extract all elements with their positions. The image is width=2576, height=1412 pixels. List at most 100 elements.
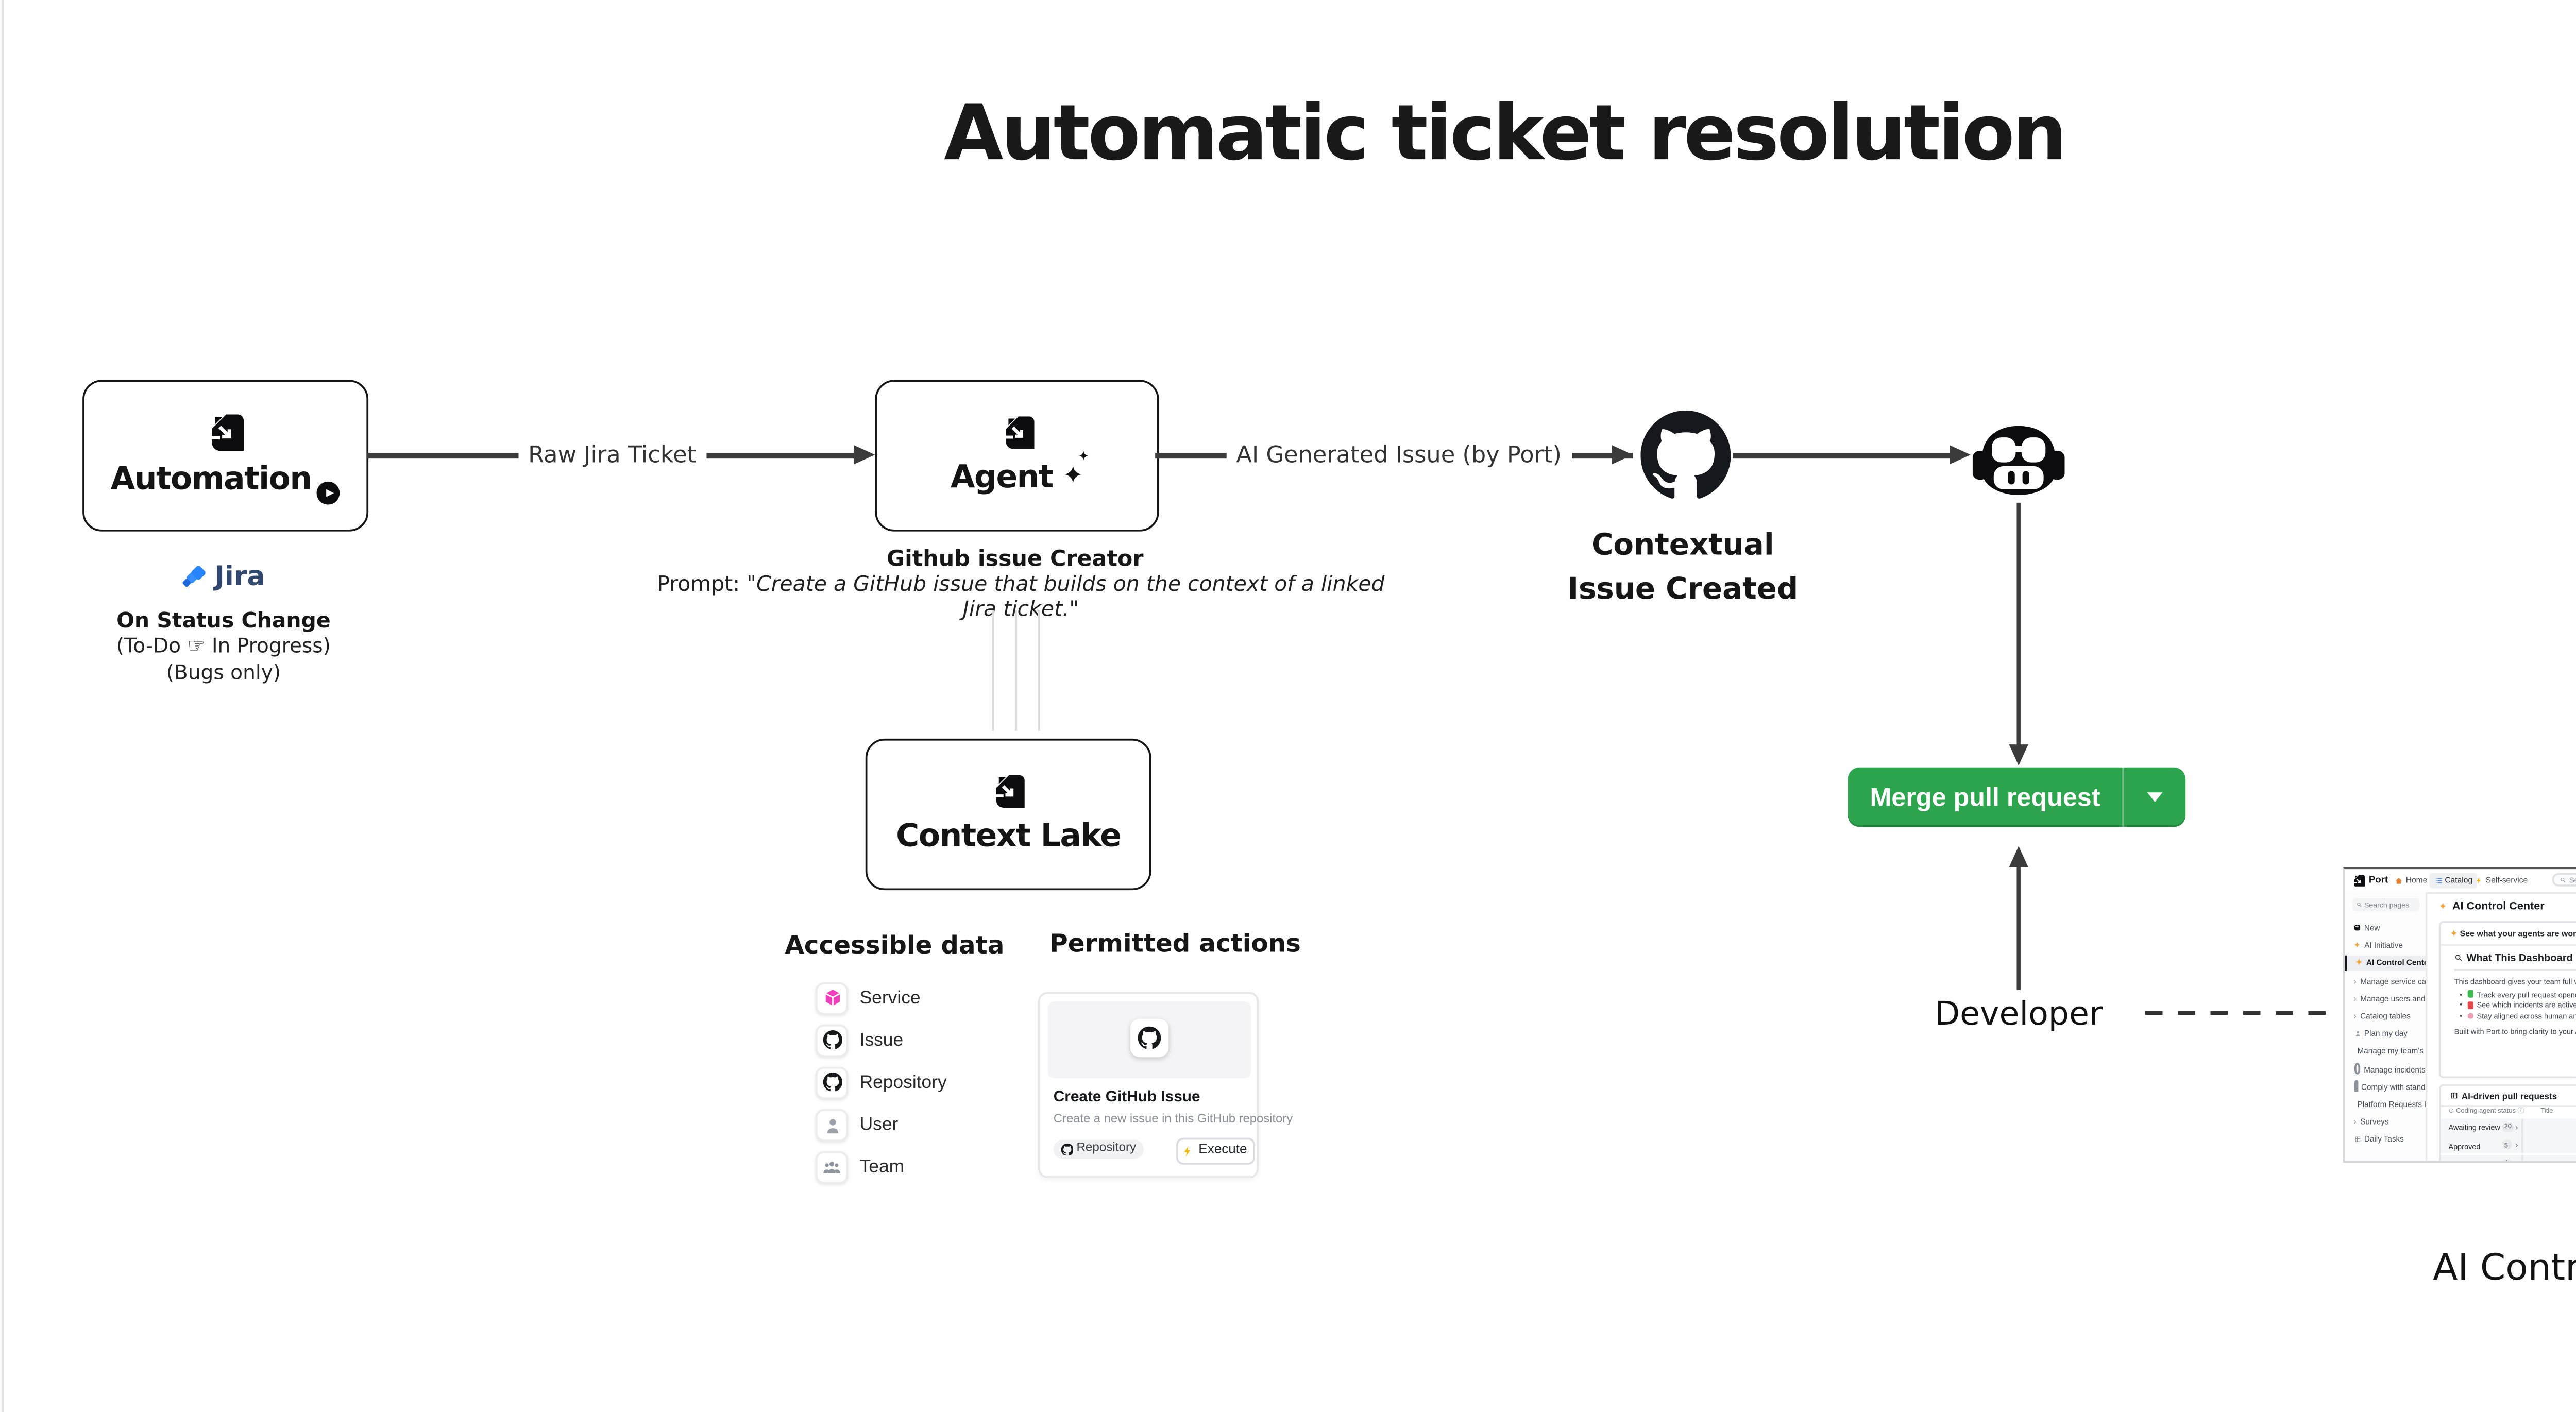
agent-label: Agent	[950, 458, 1054, 495]
chevron-right-icon: ›	[2353, 1117, 2357, 1127]
repository-chip[interactable]: Repository	[1052, 1138, 1144, 1159]
accessible-data-title: Accessible data	[785, 932, 1005, 961]
jira-filter: (Bugs only)	[166, 661, 281, 685]
sidebar-item-manage-users-teams[interactable]: ›Manage users and teams	[2353, 993, 2426, 1003]
edge-github-copilot-line	[1733, 452, 1957, 458]
github-icon	[1137, 1027, 1160, 1050]
card-header: ✦ See what your agents are working on	[2450, 929, 2576, 939]
sidebar-item-daily-tasks[interactable]: Daily Tasks	[2345, 1132, 2425, 1147]
user-icon	[815, 1109, 849, 1142]
grid-icon	[2353, 1136, 2360, 1143]
edge-developer-merge-arrowhead	[2008, 846, 2027, 867]
jira-icon	[182, 565, 206, 586]
sparkle-icon: ✦	[2438, 901, 2447, 913]
chevron-right-icon: ›	[2353, 976, 2357, 986]
row-count-badge: 5	[2501, 1140, 2511, 1150]
bullet-item: Stay aligned across human and AI contrib…	[2460, 1012, 2576, 1021]
action-description: Create a new issue in this GitHub reposi…	[1053, 1113, 1293, 1127]
divider	[2520, 1154, 2522, 1161]
github-caption-line1: Contextual	[1591, 528, 1774, 563]
sidebar-item-new[interactable]: +New	[2345, 920, 2425, 935]
edge-developer-merge-line	[2016, 867, 2021, 990]
sidebar-item-plan-my-day[interactable]: Plan my day	[2345, 1026, 2425, 1041]
sidebar-item-platform-requests[interactable]: Platform Requests Da...	[2345, 1097, 2426, 1112]
sidebar-item-catalog-tables[interactable]: ›Catalog tables	[2353, 1011, 2411, 1021]
sidebar-search-input[interactable]: Search pages	[2351, 898, 2419, 912]
sidebar-item-ai-initiative[interactable]: ✦AI Initiative	[2353, 940, 2403, 950]
catalog-icon	[2434, 876, 2442, 884]
sidebar-item-ai-control-center[interactable]: ✦AI Control Center	[2345, 955, 2426, 971]
chevron-right-icon: ›	[2515, 1122, 2518, 1132]
page-left-edge	[2, 0, 4, 1412]
col-status[interactable]: ⊙ Coding agent status ⓘ	[2448, 1108, 2524, 1116]
global-search-input[interactable]: Search ⌘ K	[2552, 873, 2576, 887]
list-item-label: Service	[859, 987, 921, 1009]
jira-brand: Jira	[82, 562, 365, 593]
play-icon[interactable]	[317, 481, 341, 505]
list-item-label: Repository	[859, 1071, 947, 1093]
card-footer: Built with Port to bring clarity to your…	[2454, 1026, 2576, 1035]
merge-pull-request-button[interactable]: Merge pull request	[1848, 767, 2186, 827]
table-title: AI-driven pull requests	[2450, 1091, 2557, 1101]
search-icon	[2355, 902, 2361, 908]
nav-home[interactable]: Home	[2395, 869, 2427, 891]
github-caption-line2: Issue Created	[1567, 571, 1799, 606]
table-icon	[2450, 1092, 2458, 1100]
brain-icon	[2467, 1013, 2474, 1020]
check-icon	[2467, 991, 2474, 997]
edge-github-copilot-arrowhead	[1950, 444, 1971, 464]
siren-icon	[2467, 1001, 2474, 1009]
sidebar-item-manage-incidents[interactable]: Manage incidents	[2345, 1061, 2426, 1077]
sparkles-icon: ✦✦	[1062, 449, 1090, 491]
sidebar-item-comply-standards[interactable]: Comply with standar...	[2345, 1079, 2426, 1094]
developer-label: Developer	[1935, 996, 2103, 1034]
list-item-service: Service	[815, 981, 921, 1014]
github-tile	[1129, 1018, 1168, 1058]
edge-copilot-merge-arrowhead	[2008, 744, 2027, 766]
list-item-label: Issue	[859, 1029, 904, 1051]
edge-raw-jira-label: Raw Jira Ticket	[518, 441, 706, 468]
nav-catalog[interactable]: Catalog	[2429, 872, 2478, 888]
chevron-right-icon: ›	[2353, 1011, 2357, 1021]
sidebar-item-manage-team-work[interactable]: Manage my team's w...	[2345, 1044, 2426, 1059]
prompt-text: "Create a GitHub issue that builds on th…	[747, 571, 1385, 622]
port-logo-icon	[2352, 874, 2365, 887]
edge-ai-issue-label: AI Generated Issue (by Port)	[1226, 441, 1571, 468]
edge-copilot-merge-line	[2016, 502, 2021, 746]
agent-prompt: Prompt: "Create a GitHub issue that buil…	[637, 572, 1405, 622]
table-row[interactable]: Approved 5 ›	[2441, 1136, 2576, 1153]
action-card: Create GitHub Issue Create a new issue i…	[1038, 992, 1293, 1178]
screenshot-caption: AI Control Center	[2433, 1247, 2576, 1289]
divider	[2520, 1118, 2522, 1135]
table-row[interactable]: Requested changes 4 ›	[2441, 1154, 2576, 1161]
row-count-badge: 4	[2501, 1158, 2511, 1161]
merge-button-label: Merge pull request	[1870, 782, 2100, 812]
table-row[interactable]: Awaiting review 20 ›	[2441, 1118, 2576, 1135]
bullet-item: Track every pull request opened or modif…	[2460, 989, 2576, 999]
edge-ai-issue-arrowhead	[1612, 444, 1633, 464]
card-intro: This dashboard gives your team full visi…	[2454, 975, 2576, 985]
nav-self-service[interactable]: Self-service	[2476, 869, 2528, 891]
automation-node: Automation	[82, 380, 369, 532]
sparkle-icon: ✦	[2450, 929, 2460, 939]
page-title-row: ✦ AI Control Center + Widget …	[2439, 900, 2576, 917]
divider	[2441, 1104, 2576, 1106]
standards-icon	[2353, 1081, 2358, 1093]
agent-name: Github issue Creator	[886, 545, 1144, 572]
github-icon	[1640, 411, 1731, 501]
copilot-icon	[1972, 426, 2065, 495]
edge-raw-jira-arrowhead	[854, 444, 875, 464]
sidebar-item-surveys[interactable]: ›Surveys	[2353, 1117, 2389, 1127]
dashboard-info-card: ✦ See what your agents are working on Wh…	[2438, 921, 2576, 1079]
prompt-label: Prompt:	[657, 571, 747, 597]
search-icon	[2559, 877, 2566, 883]
list-item-label: Team	[859, 1156, 905, 1178]
sidebar-item-manage-service-catalog[interactable]: ›Manage service catalog	[2353, 976, 2426, 986]
port-icon	[2572, 1176, 2576, 1211]
github-caption: Contextual Issue Created	[1529, 524, 1836, 612]
merge-options-caret[interactable]	[2124, 792, 2185, 802]
plus-icon: +	[2353, 923, 2361, 931]
dashboard-title: AI Control Center	[2452, 900, 2545, 912]
col-title[interactable]: Title	[2540, 1108, 2553, 1116]
execute-button[interactable]: Execute	[1175, 1137, 1254, 1164]
